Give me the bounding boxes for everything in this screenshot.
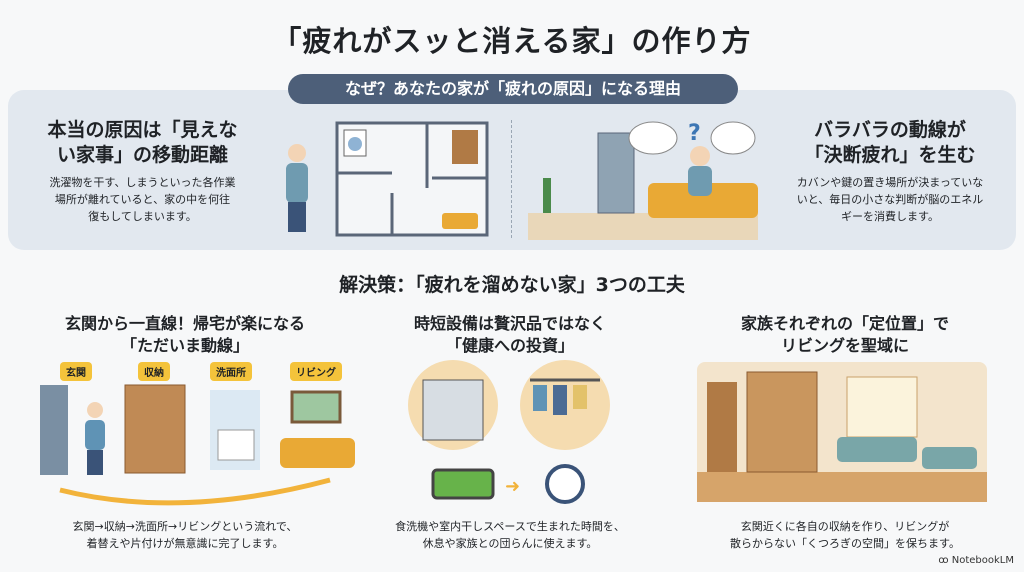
problem-panel: [8, 90, 1016, 250]
tadaima-route-illustration: [40, 384, 355, 506]
problem-right-text: バラバラの動線が 「決断疲れ」を生む カバンや鍵の置き場所が決まっていな いと、…: [770, 118, 1010, 225]
body: ギーを消費します。: [841, 210, 939, 223]
body: カバンや鍵の置き場所が決まっていな: [796, 176, 984, 189]
body: いと、毎日の小さな判断が脳のエネル: [796, 193, 984, 206]
heading: リビングを聖域に: [780, 336, 909, 355]
solution-col-1-heading: 玄関から一直線！帰宅が楽になる 「ただいま動線」: [20, 313, 350, 357]
tag-living: リビング: [290, 362, 342, 381]
tag-entrance: 玄関: [60, 362, 92, 381]
heading: 時短設備は贅沢品ではなく: [413, 314, 606, 333]
problem-left-text: 本当の原因は「見えな い家事」の移動距離 洗濯物を干す、しまうといった各作業 場…: [30, 118, 255, 225]
heading: 本当の原因は「見えな: [47, 119, 238, 141]
tag-washroom: 洗面所: [210, 362, 252, 381]
svg-text:?: ?: [688, 121, 701, 146]
heading: い家事」の移動距離: [56, 144, 228, 166]
floorplan-illustration: [286, 121, 489, 237]
heading: 「ただいま動線」: [120, 336, 249, 355]
solution-col-3-heading: 家族それぞれの「定位置」で リビングを聖域に: [690, 313, 1000, 357]
body: 洗濯物を干す、しまうといった各作業: [49, 176, 236, 189]
cluttered-room-illustration: ?: [528, 121, 758, 240]
solution-col-2-heading: 時短設備は贅沢品ではなく 「健康への投資」: [350, 313, 670, 357]
heading: 「決断疲れ」を生む: [804, 144, 976, 166]
heading: 家族それぞれの「定位置」で: [740, 314, 949, 333]
time-saving-illustration: ➜: [408, 360, 610, 504]
divider: [511, 120, 512, 238]
heading: バラバラの動線が: [814, 119, 966, 141]
heading: 玄関から一直線！帰宅が楽になる: [64, 314, 305, 333]
solution-col-2-body: 食洗機や室内干しスペースで生まれた時間を、 休息や家族との団らんに使えます。: [350, 518, 670, 552]
brand-label: NotebookLM: [951, 555, 1014, 566]
body: 休息や家族との団らんに使えます。: [422, 537, 598, 550]
solution-col-3-body: 玄関近くに各自の収納を作り、リビングが 散らからない「くつろぎの空間」を保ちます…: [690, 518, 1000, 552]
svg-text:➜: ➜: [505, 476, 520, 497]
notebooklm-icon: ꝏ: [938, 555, 952, 566]
body: 着替えや片付けが無意識に完了します。: [86, 537, 284, 550]
body: 散らからない「くつろぎの空間」を保ちます。: [730, 537, 960, 550]
body: 玄関近くに各自の収納を作り、リビングが: [740, 520, 950, 533]
body: 玄関→収納→洗面所→リビングという流れで、: [72, 520, 298, 533]
body: 復もしてしまいます。: [88, 210, 197, 223]
notebooklm-brand: ꝏ NotebookLM: [938, 555, 1014, 566]
solution-col-1-body: 玄関→収納→洗面所→リビングという流れで、 着替えや片付けが無意識に完了します。: [20, 518, 350, 552]
body: 食洗機や室内干しスペースで生まれた時間を、: [395, 520, 625, 533]
problem-pill: なぜ？あなたの家が「疲れの原因」になる理由: [288, 74, 738, 104]
heading: 「健康への投資」: [445, 336, 574, 355]
solution-heading: 解決策：「疲れを溜めない家」3つの工夫: [339, 274, 685, 296]
body: 場所が離れていると、家の中を何往: [54, 193, 231, 206]
sanctuary-living-illustration: [697, 362, 987, 502]
page-title: 「疲れがスッと消える家」の作り方: [272, 24, 752, 58]
tag-storage: 収納: [138, 362, 170, 381]
